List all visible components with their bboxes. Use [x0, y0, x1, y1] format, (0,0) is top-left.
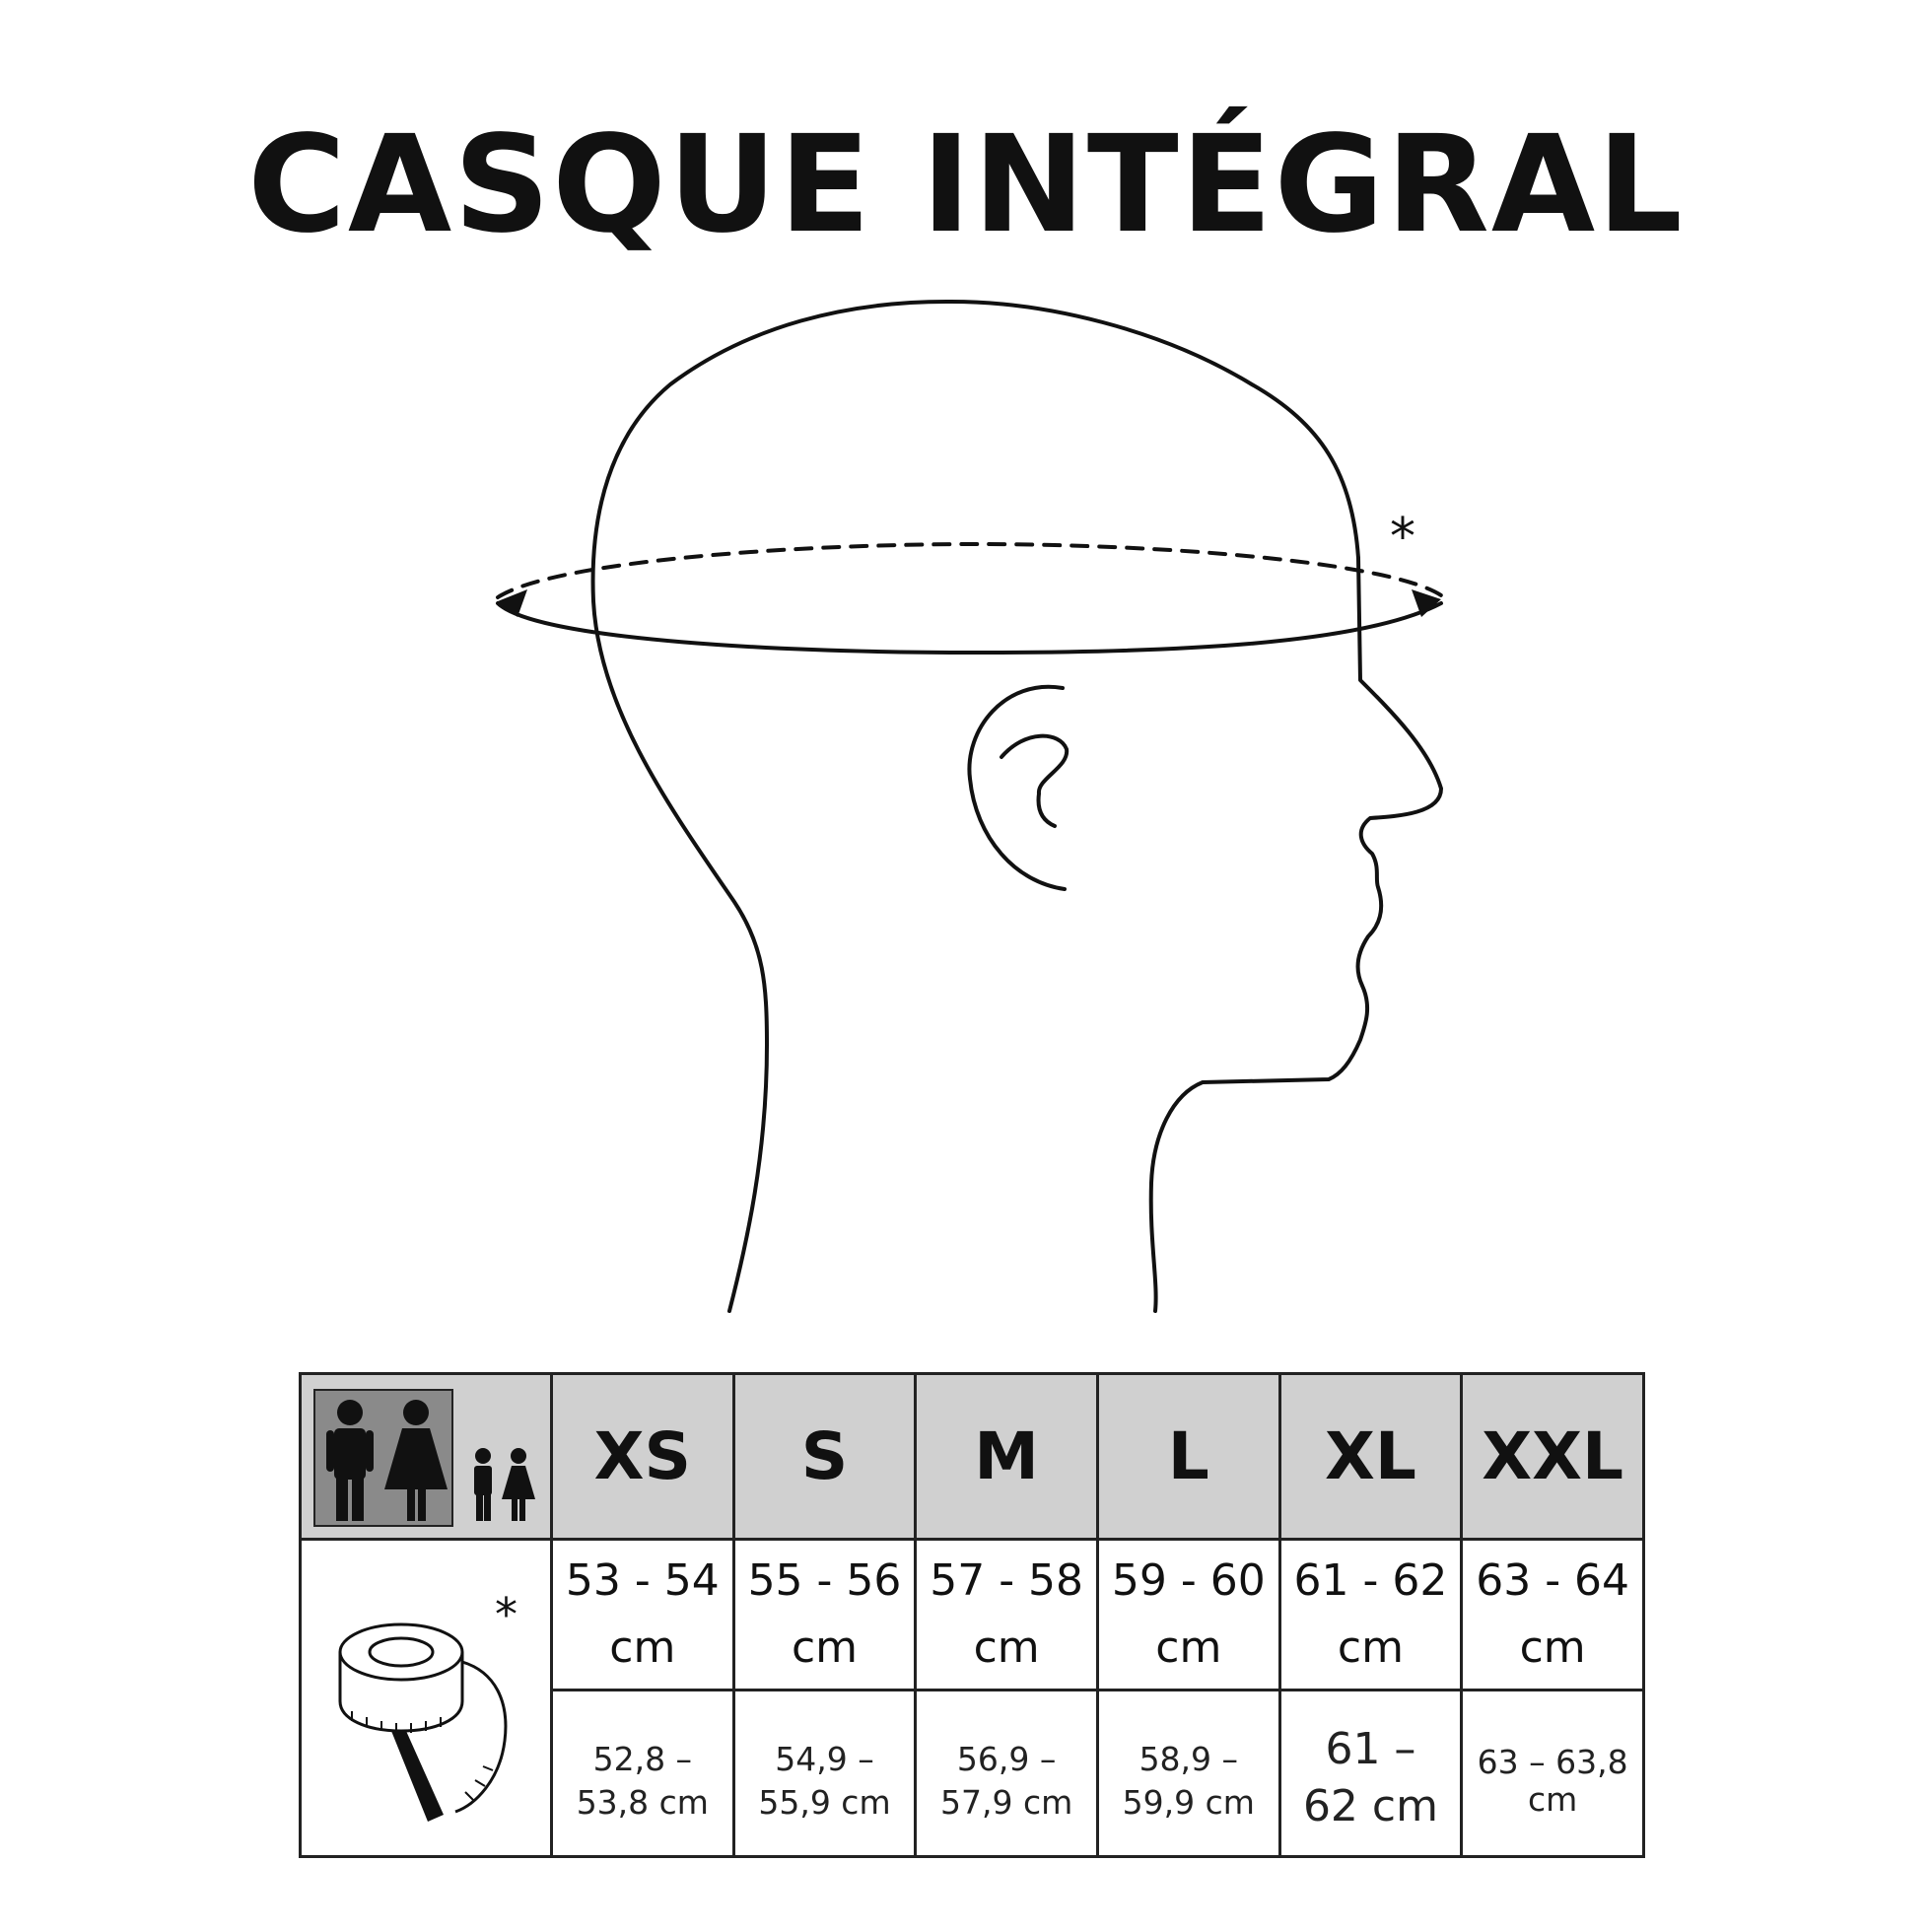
range-unit: cm: [1155, 1622, 1222, 1673]
page-title: CASQUE INTÉGRAL: [247, 107, 1685, 263]
exact-text: 57,9 cm: [940, 1783, 1073, 1822]
size-table: XS S M L XL XXL: [299, 1372, 1645, 1858]
ear-outline: [967, 684, 1067, 891]
size-label: S: [800, 1418, 849, 1494]
family-icon-cell: [299, 1372, 553, 1541]
circumference-exact-s: 54,9 – 55,9 cm: [731, 1689, 918, 1858]
circumference-range-l: 59 - 60 cm: [1095, 1538, 1281, 1691]
exact-text: 63 – 63,8: [1477, 1743, 1628, 1781]
circumference-back-arc: [496, 542, 1443, 599]
size-xxl-header: XXL: [1460, 1372, 1645, 1541]
size-m-header: M: [914, 1372, 1099, 1541]
circumference-range-row: * 53 - 54 cm 55 - 56 cm 57 - 58 cm 59 - 60 c…: [299, 1538, 1645, 1858]
circumference-exact-row: 52,8 – 53,8 cm 54,9 – 55,9 cm 56,9 – 57,9 c…: [301, 1689, 1645, 1858]
range-unit: cm: [791, 1622, 859, 1673]
size-xs-header: XS: [550, 1372, 735, 1541]
exact-text: cm: [1527, 1780, 1578, 1819]
exact-text: 58,9 –: [1138, 1740, 1239, 1778]
size-l-header: L: [1095, 1372, 1281, 1541]
range-text: 63 - 64: [1476, 1555, 1630, 1606]
size-label: L: [1167, 1418, 1209, 1494]
adult-woman-icon: [384, 1399, 448, 1521]
tape-marker: *: [495, 1588, 518, 1641]
family-icons: [313, 1388, 535, 1527]
size-xl-header: XL: [1277, 1372, 1464, 1541]
size-label: XXL: [1482, 1418, 1624, 1494]
circumference-front-arc: [496, 601, 1443, 655]
range-text: 61 - 62: [1293, 1555, 1448, 1606]
circumference-right-arrowhead: [1412, 589, 1441, 617]
range-unit: cm: [973, 1622, 1040, 1673]
exact-text: 52,8 –: [592, 1740, 693, 1778]
exact-text: 54,9 –: [775, 1740, 874, 1778]
child-girl-icon: [502, 1447, 535, 1521]
range-unit: cm: [609, 1622, 676, 1673]
circumference-range-s: 55 - 56 cm: [731, 1538, 918, 1691]
range-text: 59 - 60: [1111, 1555, 1266, 1606]
size-label: M: [974, 1418, 1039, 1494]
measuring-tape-cell: *: [299, 1538, 553, 1858]
exact-text: 53,8 cm: [576, 1783, 709, 1822]
head-outline: [590, 299, 1360, 1313]
exact-text: 59,9 cm: [1122, 1783, 1255, 1822]
measure-marker: *: [1390, 508, 1415, 567]
ear-inner-outline: [1000, 733, 1070, 828]
range-text: 55 - 56: [747, 1555, 902, 1606]
exact-text: 56,9 –: [956, 1740, 1057, 1778]
circumference-left-arrowhead: [498, 589, 527, 617]
circumference-exact-m: 56,9 – 57,9 cm: [914, 1689, 1099, 1858]
circumference-range-m: 57 - 58 cm: [914, 1538, 1099, 1691]
face-outline: [1148, 556, 1443, 1313]
size-label: XL: [1324, 1418, 1416, 1494]
size-header-row: XS S M L XL XXL: [299, 1372, 1645, 1541]
circumference-exact-xs: 52,8 – 53,8 cm: [550, 1689, 735, 1858]
size-s-header: S: [731, 1372, 918, 1541]
circumference-range-xxl: 63 - 64 cm: [1460, 1538, 1645, 1691]
size-label: XS: [593, 1418, 692, 1494]
circumference-exact-l: 58,9 – 59,9 cm: [1095, 1689, 1281, 1858]
head-profile-illustration: *: [496, 299, 1443, 1313]
range-text: 53 - 54: [565, 1555, 720, 1606]
circumference-range-xl: 61 - 62 cm: [1277, 1538, 1464, 1691]
exact-text: 55,9 cm: [758, 1783, 891, 1822]
circumference-exact-xl: 61 – 62 cm: [1277, 1689, 1464, 1858]
circumference-range-xs: 53 - 54 cm: [550, 1538, 735, 1691]
range-text: 57 - 58: [930, 1555, 1084, 1606]
range-unit: cm: [1337, 1622, 1404, 1673]
measuring-tape-icon: *: [338, 1588, 518, 1822]
exact-text: 62 cm: [1302, 1781, 1438, 1831]
adult-man-icon: [326, 1399, 374, 1521]
exact-text: 61 –: [1325, 1724, 1416, 1774]
range-unit: cm: [1519, 1622, 1586, 1673]
child-boy-icon: [474, 1447, 492, 1521]
